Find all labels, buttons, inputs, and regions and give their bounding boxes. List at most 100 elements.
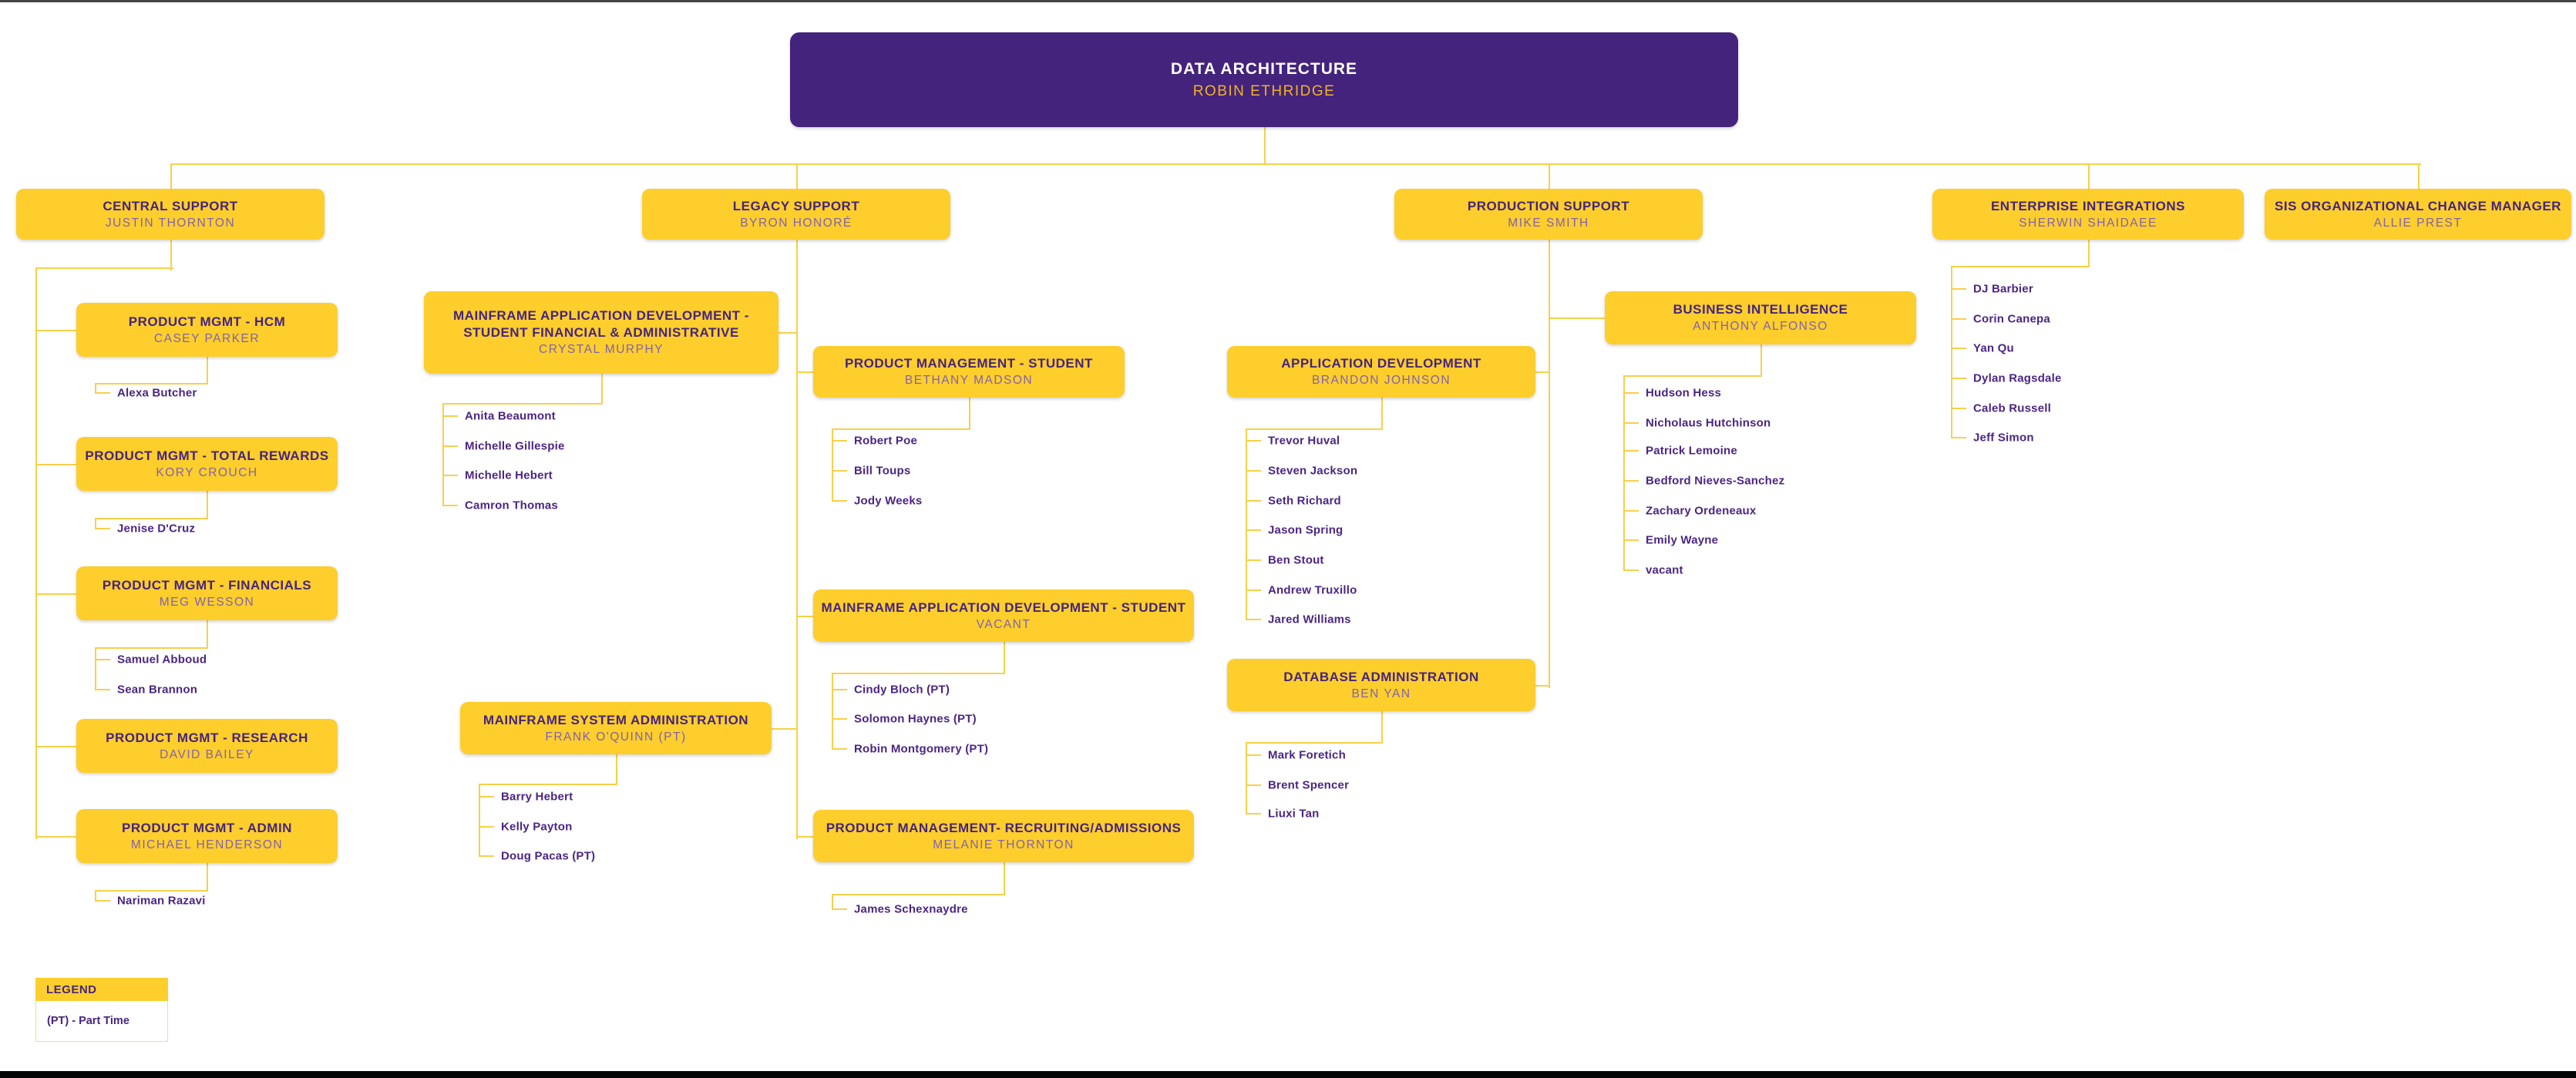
connector-line	[95, 900, 110, 902]
report-name: Dylan Ragsdale	[1973, 371, 2062, 385]
box-title: MAINFRAME APPLICATION DEVELOPMENT - STUD…	[821, 599, 1186, 615]
box-title: LEGACY SUPPORT	[732, 198, 860, 213]
report-name: Liuxi Tan	[1268, 807, 1320, 821]
report-name: Trevor Huval	[1268, 434, 1340, 448]
report-name: Alexa Butcher	[117, 386, 197, 400]
connector-line	[1951, 348, 1966, 349]
report-name: Seth Richard	[1268, 494, 1341, 508]
report-name: Jared Williams	[1268, 613, 1351, 626]
connector-line	[1246, 813, 1261, 814]
box-title: PRODUCT MGMT - ADMIN	[122, 820, 292, 835]
connector-line	[1264, 127, 1266, 165]
legend-entry: (PT) - Part Time	[35, 1001, 168, 1042]
report-name: Robert Poe	[854, 434, 918, 448]
connector-line	[1951, 266, 2090, 267]
connector-line	[207, 357, 208, 385]
connector-line	[95, 647, 208, 649]
report-name: Bedford Nieves-Sanchez	[1646, 474, 1785, 488]
report-name: Anita Beaumont	[465, 409, 556, 423]
connector-line	[832, 440, 847, 442]
connector-line	[95, 647, 96, 690]
connector-line	[1535, 371, 1550, 373]
report-name: Bill Toups	[854, 464, 911, 478]
box-manager-name: SHERWIN SHAIDAEE	[2019, 216, 2157, 230]
connector-line	[35, 836, 78, 838]
report-name: Brent Spencer	[1268, 778, 1350, 792]
report-name: Ben Stout	[1268, 553, 1324, 567]
connector-line	[1951, 437, 1966, 438]
connector-line	[95, 518, 208, 519]
report-name: Steven Jackson	[1268, 464, 1358, 478]
bottom-bar	[0, 1071, 2576, 1078]
report-name: Jenise D'Cruz	[117, 522, 196, 536]
report-name: Jason Spring	[1268, 523, 1343, 537]
report-name: vacant	[1646, 563, 1683, 577]
connector-line	[1549, 163, 1550, 190]
box-manager-name: MIKE SMITH	[1508, 216, 1589, 230]
connector-line	[170, 240, 172, 270]
report-name: Zachary Ordeneaux	[1646, 504, 1757, 518]
connector-line	[2088, 240, 2090, 267]
report-name: Patrick Lemoine	[1646, 444, 1737, 458]
box-manager-name: CRYSTAL MURPHY	[539, 343, 664, 357]
connector-line	[95, 392, 110, 394]
connector-line	[832, 718, 847, 720]
connector-line	[170, 163, 2421, 165]
connector-line	[1951, 408, 1966, 409]
connector-line	[1623, 510, 1639, 512]
box-manager-name: FRANK O'QUINN (PT)	[545, 730, 687, 744]
box-title: MAINFRAME SYSTEM ADMINISTRATION	[483, 712, 749, 727]
report-name: Camron Thomas	[465, 499, 558, 512]
connector-line	[1246, 589, 1261, 591]
report-name: Jeff Simon	[1973, 431, 2034, 445]
connector-line	[2418, 163, 2420, 190]
connector-line	[1004, 642, 1005, 674]
connector-line	[35, 746, 78, 747]
connector-line	[1004, 862, 1005, 895]
box-manager-name: ALLIE PREST	[2373, 216, 2463, 230]
connector-line	[1381, 398, 1383, 430]
connector-line	[95, 383, 208, 385]
connector-line	[1623, 480, 1639, 482]
connector-line	[1951, 288, 1966, 290]
box-title: PRODUCT MGMT - TOTAL REWARDS	[85, 448, 329, 463]
report-name: DJ Barbier	[1973, 282, 2033, 296]
report-name: Samuel Abboud	[117, 653, 207, 667]
report-name: Barry Hebert	[501, 790, 573, 804]
top-border	[0, 0, 2576, 2]
report-name: Solomon Haynes (PT)	[854, 712, 977, 726]
box-title: DATA ARCHITECTURE	[1170, 60, 1358, 79]
box-manager-name: VACANT	[976, 617, 1031, 631]
box-manager-name: MICHAEL HENDERSON	[130, 838, 284, 851]
connector-line	[1246, 619, 1261, 620]
report-name: Michelle Hebert	[465, 468, 553, 482]
connector-line	[1623, 375, 1625, 571]
connector-line	[479, 784, 480, 857]
org-box-mainframe-app-dev-student: MAINFRAME APPLICATION DEVELOPMENT - STUD…	[813, 589, 1194, 642]
connector-line	[1535, 685, 1550, 687]
connector-line	[796, 371, 815, 373]
connector-line	[479, 784, 617, 785]
connector-line	[95, 689, 110, 690]
connector-line	[207, 863, 208, 892]
box-manager-name: BETHANY MADSON	[904, 374, 1034, 388]
connector-line	[1951, 378, 1966, 379]
report-name: Nicholaus Hutchinson	[1646, 416, 1771, 430]
report-name: Sean Brannon	[117, 683, 198, 697]
connector-line	[442, 415, 458, 417]
connector-line	[1951, 318, 1966, 320]
connector-line	[1246, 784, 1261, 786]
connector-line	[95, 518, 96, 529]
connector-line	[779, 332, 798, 334]
report-name: Cindy Bloch (PT)	[854, 683, 950, 697]
box-manager-name: BRANDON JOHNSON	[1311, 374, 1451, 388]
report-name: Andrew Truxillo	[1268, 583, 1357, 597]
connector-line	[35, 464, 78, 465]
report-name: Caleb Russell	[1973, 401, 2051, 415]
